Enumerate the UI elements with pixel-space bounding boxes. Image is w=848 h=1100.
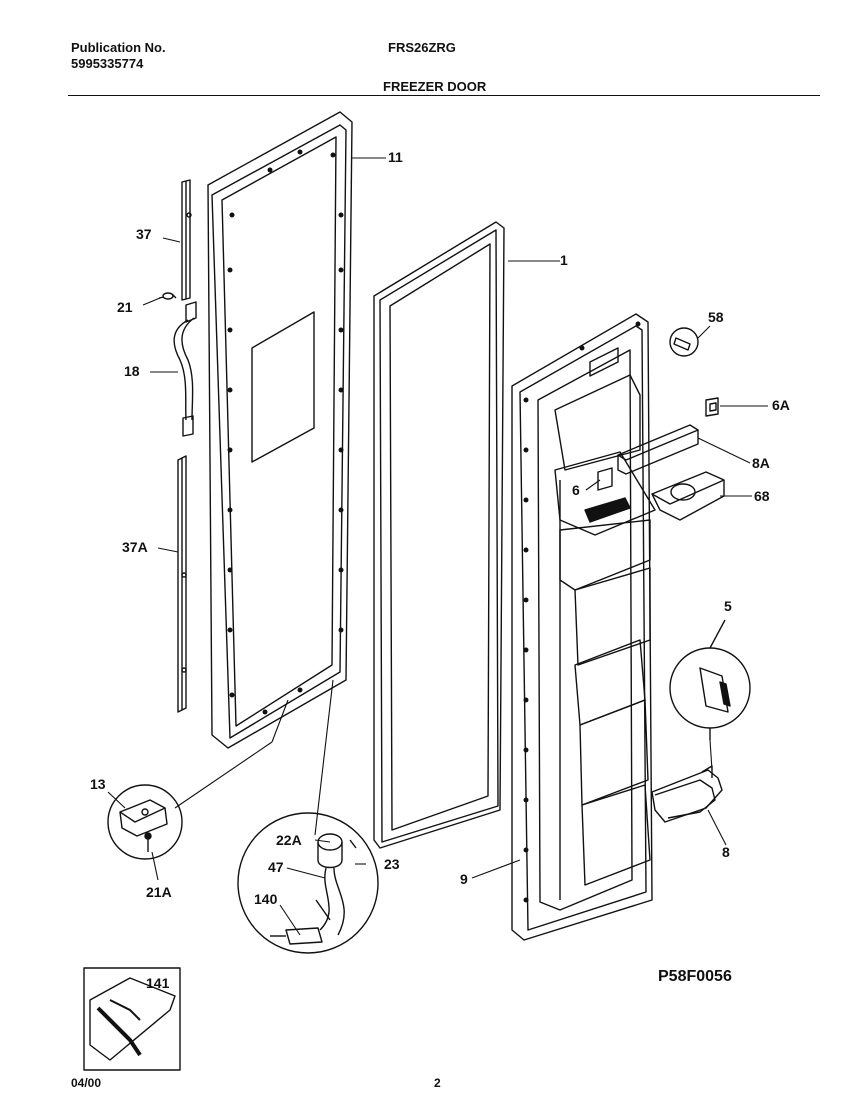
outer-door-panel	[207, 111, 353, 749]
door-gasket	[373, 221, 505, 849]
section-title: FREEZER DOOR	[383, 79, 487, 94]
leader-lines	[107, 157, 768, 936]
header-rule	[68, 95, 820, 96]
detail-circle-switch-harness	[237, 812, 379, 954]
callout-8a: 8A	[752, 455, 770, 471]
callout-141: 141	[146, 975, 170, 991]
callout-140: 140	[254, 891, 278, 907]
inner-door-liner	[511, 313, 656, 941]
callout-6a: 6A	[772, 397, 790, 413]
callout-21a: 21A	[146, 884, 172, 900]
model-number: FRS26ZRG	[388, 40, 456, 55]
callout-11: 11	[388, 149, 403, 165]
footer-page-number: 2	[434, 1076, 441, 1090]
callout-37a: 37A	[122, 539, 148, 555]
callout-47: 47	[268, 859, 284, 875]
callout-37: 37	[136, 226, 152, 242]
screw-58	[669, 327, 699, 357]
publication-number: 5995335774	[71, 56, 144, 71]
clip-6a	[705, 397, 719, 417]
shelf-bin-8	[651, 765, 723, 823]
clip-6	[597, 467, 613, 491]
callout-5: 5	[724, 598, 732, 614]
callout-22a: 22A	[276, 832, 302, 848]
callout-23: 23	[384, 856, 400, 872]
detail-circle-5	[669, 619, 751, 740]
callout-8: 8	[722, 844, 730, 860]
diagram-code: P58F0056	[658, 968, 732, 985]
callout-13: 13	[90, 776, 106, 792]
callout-9: 9	[460, 871, 468, 887]
callout-68: 68	[754, 488, 770, 504]
trim-strip-upper	[181, 179, 192, 301]
callout-21: 21	[117, 299, 133, 315]
publication-label: Publication No.	[71, 40, 166, 55]
door-handle	[173, 301, 197, 437]
footer-date: 04/00	[71, 1076, 102, 1090]
screw-21	[158, 292, 177, 300]
callout-6: 6	[572, 482, 580, 498]
inset-141	[83, 967, 181, 1071]
callout-18: 18	[124, 363, 140, 379]
callout-1: 1	[560, 252, 568, 268]
trim-strip-lower	[177, 455, 187, 713]
tray-68	[651, 471, 725, 521]
detail-circle-13	[107, 784, 183, 860]
shelf-rail-8a	[617, 424, 699, 475]
callout-58: 58	[708, 309, 724, 325]
